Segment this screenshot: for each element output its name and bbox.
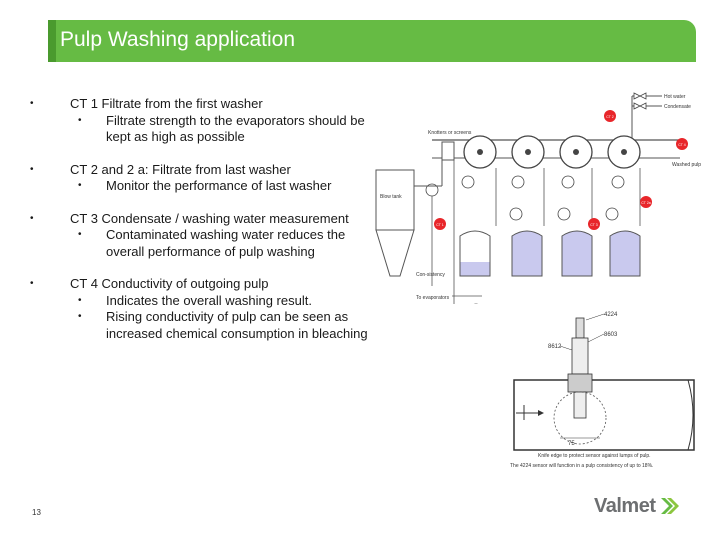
bullet-group-4: • CT 4 Conductivity of outgoing pulp • Ind… bbox=[28, 276, 368, 342]
dimension-label: 75 bbox=[568, 441, 575, 447]
sub-bullet-dot: • bbox=[78, 180, 82, 191]
bullet-dot: • bbox=[30, 278, 34, 289]
sub-bullet-text: Indicates the overall washing result. bbox=[106, 292, 312, 308]
part-b-label: 8612 bbox=[548, 344, 562, 350]
slide-number: 13 bbox=[32, 508, 41, 517]
washing-process-diagram: Hot water Condensate Knotters or screens… bbox=[375, 92, 701, 304]
washed-pulp-label: Washed pulp bbox=[672, 162, 701, 168]
ct2-label: CT 2 bbox=[606, 115, 614, 119]
bullet-text: CT 1 Filtrate from the first washer bbox=[70, 96, 263, 111]
valmet-mark-icon bbox=[661, 498, 680, 514]
to-evaporators-label: To evaporators bbox=[416, 295, 450, 301]
bullet-list: • CT 1 Filtrate from the first washer • Fi… bbox=[28, 96, 368, 358]
sub-bullet-dot: • bbox=[78, 229, 82, 240]
bullet-text: CT 3 Condensate / washing water measurem… bbox=[70, 210, 349, 226]
valve-icon bbox=[633, 92, 647, 100]
blow-tank-label: Blow tank bbox=[380, 194, 402, 200]
note-consistency: The 4224 sensor will function in a pulp … bbox=[510, 463, 653, 469]
washer-drums bbox=[463, 135, 641, 169]
logo-text: Valmet bbox=[594, 494, 656, 517]
part-a-label: 8603 bbox=[604, 332, 618, 338]
ct2a-label: CT 2a bbox=[641, 201, 651, 205]
bullet-group-1: • CT 1 Filtrate from the first washer • Fi… bbox=[28, 96, 368, 146]
bullet-dot: • bbox=[30, 98, 34, 109]
sub-bullet-text: Contaminated washing water reduces the o… bbox=[106, 227, 346, 259]
sub-bullet-text: Filtrate strength to the evaporators sho… bbox=[106, 112, 365, 145]
sub-bullet-dot: • bbox=[78, 114, 82, 126]
filtrate-tanks bbox=[459, 230, 641, 277]
valve-icon bbox=[633, 102, 647, 110]
bullet-dot: • bbox=[30, 212, 34, 224]
sub-bullet-text: Monitor the performance of last washer bbox=[106, 178, 332, 193]
ct4-label: CT 4 bbox=[678, 143, 686, 147]
ct-markers: CT 2 CT 4 CT 2a CT 1 CT 3 bbox=[434, 110, 688, 230]
bullet-group-3: • CT 3 Condensate / washing water measure… bbox=[28, 211, 368, 261]
condensate-label: Condensate bbox=[664, 104, 691, 110]
sub-bullet-text: Rising conductivity of pulp can be seen … bbox=[106, 309, 368, 341]
knotter-unit bbox=[441, 141, 455, 161]
title-bar: Pulp Washing application bbox=[48, 20, 696, 62]
blow-tank: Blow tank bbox=[375, 169, 415, 277]
sensor-model-label: 4224 bbox=[604, 312, 618, 318]
bullet-text: CT 2 and 2 a: Filtrate from last washer bbox=[70, 161, 291, 177]
ct1-label: CT 1 bbox=[436, 223, 444, 227]
bullet-group-2: • CT 2 and 2 a: Filtrate from last washer… bbox=[28, 162, 368, 195]
sub-bullet-dot: • bbox=[78, 311, 82, 322]
hot-water-label: Hot water bbox=[664, 94, 686, 100]
valmet-logo: Valmet bbox=[594, 494, 681, 518]
ct3-label: CT 3 bbox=[590, 223, 598, 227]
knotters-label: Knotters or screens bbox=[428, 130, 472, 136]
sub-bullet-dot: • bbox=[78, 294, 82, 306]
bullet-text: CT 4 Conductivity of outgoing pulp bbox=[70, 276, 269, 291]
sensor-installation-diagram: 4224 8603 8612 75 Knife edge to protect … bbox=[510, 312, 695, 469]
note-knife-edge: Knife edge to protect sensor against lum… bbox=[538, 453, 651, 459]
pulp-pipe bbox=[513, 379, 695, 451]
sensor-head bbox=[575, 317, 585, 339]
page-title: Pulp Washing application bbox=[60, 28, 296, 51]
consistency-label: Con-sistency bbox=[416, 272, 445, 278]
bullet-dot: • bbox=[30, 163, 34, 175]
